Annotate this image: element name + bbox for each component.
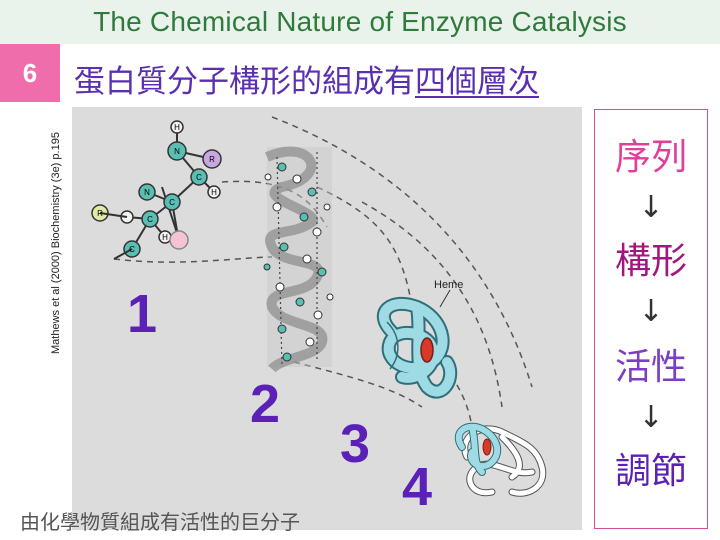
guide-1b (221, 180, 328, 228)
tertiary-structure: Heme (377, 279, 463, 399)
term-activity: 活性 (614, 347, 687, 388)
hierarchy-sidebar: 序列 ↓ 構形 ↓ 活性 ↓ 調節 (594, 109, 708, 529)
slide-subtitle: 蛋白質分子構形的組成有四個層次 (74, 56, 539, 101)
subtitle-underlined: 四個層次 (415, 64, 539, 100)
atom-c3 (141, 210, 159, 228)
quaternary-structure (454, 422, 547, 497)
atom-label-h3: H (162, 233, 168, 242)
atom-label-r: R (209, 155, 215, 164)
down-arrow-icon-1: ↓ (638, 190, 664, 225)
heme-label: Heme (434, 279, 463, 291)
atom-label-r2: R (97, 209, 103, 218)
atom-label-c4: C (129, 245, 135, 254)
structure-illustration: H N C R N C C R C H H (91, 116, 547, 517)
down-arrow-icon-3: ↓ (638, 400, 664, 435)
atom-n2 (138, 183, 156, 201)
atom-n (167, 141, 187, 161)
citation-vertical: Mathews et al (2000) Biochemistry (3e) p… (50, 132, 62, 354)
atom-label-n2: N (144, 188, 150, 197)
level-3-label: 3 (340, 414, 370, 474)
heme-group (420, 337, 434, 363)
guide-2 (316, 186, 413, 308)
atom-label-n: N (174, 147, 180, 156)
dashed-guides (113, 116, 533, 428)
atom-label-h: H (174, 123, 180, 132)
guide-outer (271, 116, 533, 388)
primary-structure: H N C R N C C R C H H (91, 120, 222, 260)
term-conformation: 構形 (614, 241, 687, 282)
level-1-label: 1 (127, 284, 157, 344)
guide-1 (113, 256, 273, 263)
term-regulation: 調節 (614, 451, 687, 492)
atom-label-c2: C (169, 198, 175, 207)
guide-2b (293, 361, 423, 408)
atom-label-h4: H (211, 188, 217, 197)
slide-number-badge: 6 (0, 44, 60, 102)
secondary-structure-helix (263, 146, 334, 373)
level-4-label: 4 (402, 457, 432, 517)
atom-c2 (163, 193, 181, 211)
protein-structure-figure: H N C R N C C R C H H (72, 107, 582, 530)
bottom-caption: 由化學物質組成有活性的巨分子 (20, 510, 300, 534)
heme-group-2 (482, 438, 492, 456)
header-bar: The Chemical Nature of Enzyme Catalysis (0, 0, 720, 44)
atom-c (190, 168, 208, 186)
atom-label-c: C (196, 173, 202, 182)
guide-3 (361, 201, 503, 408)
subtitle-main: 蛋白質分子構形的組成有 (74, 64, 415, 100)
term-sequence: 序列 (614, 137, 687, 178)
atom-r-purple (202, 149, 222, 169)
atom-label-c3: C (147, 215, 153, 224)
atom-o (169, 230, 189, 250)
atom-h2 (207, 185, 221, 199)
down-arrow-icon-2: ↓ (638, 294, 664, 329)
level-2-label: 2 (250, 374, 280, 434)
slide-title: The Chemical Nature of Enzyme Catalysis (93, 6, 627, 37)
atom-h (170, 120, 184, 134)
